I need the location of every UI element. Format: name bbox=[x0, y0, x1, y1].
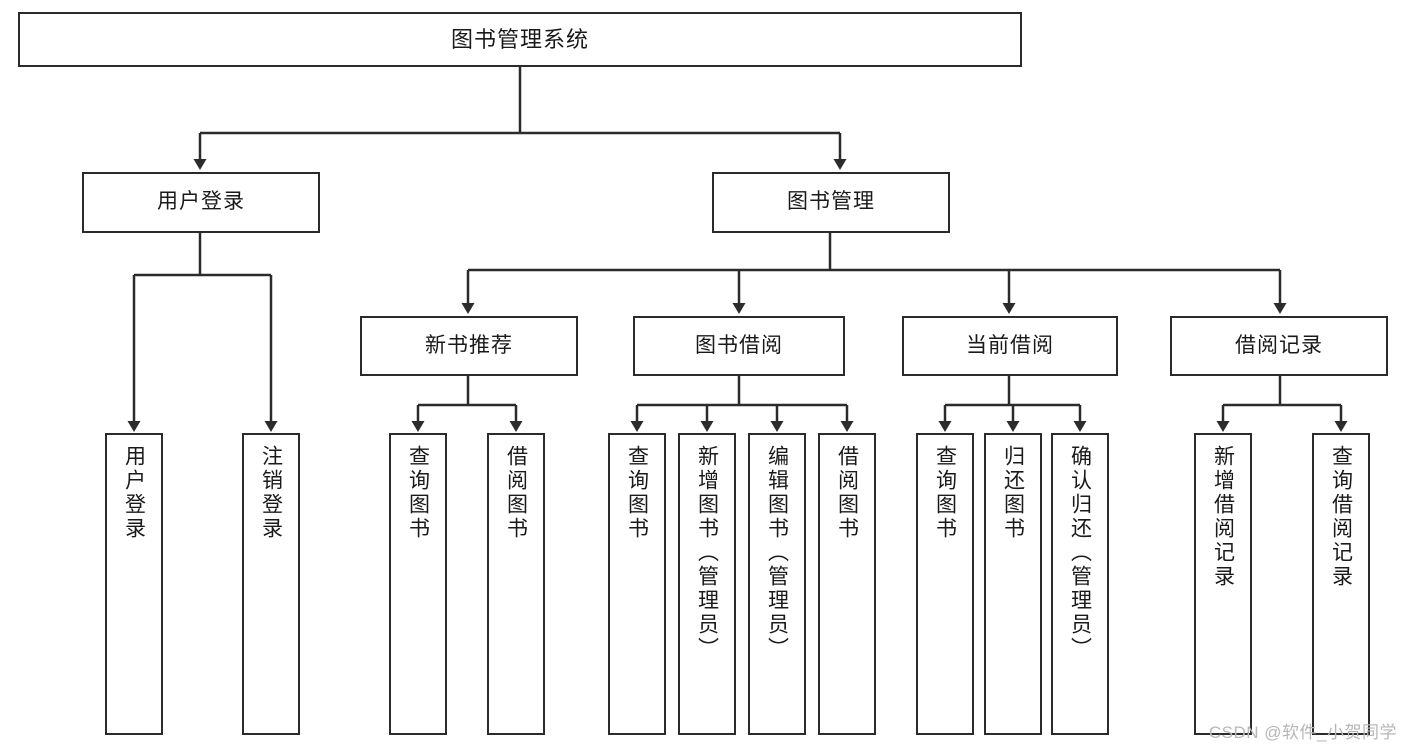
node-borrow-record-label: 借阅记录 bbox=[1235, 333, 1323, 357]
csdn-watermark: CSDN @软件_小贺同学 bbox=[1208, 723, 1397, 742]
node-book-manage-label: 图书管理 bbox=[787, 190, 875, 214]
node-leaf-query-book-2[interactable]: 查询图书 bbox=[608, 433, 666, 735]
node-leaf-query-book-1-label: 查询图书 bbox=[406, 445, 430, 541]
node-leaf-add-record[interactable]: 新增借阅记录 bbox=[1194, 433, 1252, 735]
node-leaf-confirm-return-label: 确认归还（管理员） bbox=[1068, 445, 1092, 661]
node-leaf-logout-label: 注销登录 bbox=[259, 445, 283, 541]
node-leaf-add-book[interactable]: 新增图书（管理员） bbox=[678, 433, 736, 735]
node-leaf-borrow-book-2-label: 借阅图书 bbox=[835, 445, 859, 541]
node-leaf-edit-book[interactable]: 编辑图书（管理员） bbox=[748, 433, 806, 735]
node-user-login-label: 用户登录 bbox=[157, 190, 245, 214]
node-leaf-add-book-label: 新增图书（管理员） bbox=[695, 445, 719, 661]
node-current-borrow[interactable]: 当前借阅 bbox=[902, 316, 1118, 376]
node-leaf-query-record[interactable]: 查询借阅记录 bbox=[1312, 433, 1370, 735]
node-new-book-recommend[interactable]: 新书推荐 bbox=[360, 316, 578, 376]
node-leaf-user-login-label: 用户登录 bbox=[122, 445, 146, 541]
node-leaf-return-book-label: 归还图书 bbox=[1001, 445, 1025, 541]
node-root-system-label: 图书管理系统 bbox=[450, 26, 589, 52]
node-root-system[interactable]: 图书管理系统 bbox=[18, 12, 1022, 67]
node-leaf-query-book-1[interactable]: 查询图书 bbox=[389, 433, 447, 735]
node-leaf-user-login[interactable]: 用户登录 bbox=[105, 433, 163, 735]
node-leaf-borrow-book-2[interactable]: 借阅图书 bbox=[818, 433, 876, 735]
node-leaf-query-book-2-label: 查询图书 bbox=[625, 445, 649, 541]
node-leaf-query-book-3[interactable]: 查询图书 bbox=[916, 433, 974, 735]
node-user-login[interactable]: 用户登录 bbox=[82, 172, 320, 233]
node-leaf-add-record-label: 新增借阅记录 bbox=[1211, 445, 1235, 589]
node-leaf-query-record-label: 查询借阅记录 bbox=[1329, 445, 1353, 589]
node-borrow-record[interactable]: 借阅记录 bbox=[1170, 316, 1388, 376]
node-book-borrow[interactable]: 图书借阅 bbox=[633, 316, 845, 376]
node-current-borrow-label: 当前借阅 bbox=[966, 333, 1054, 357]
node-leaf-logout[interactable]: 注销登录 bbox=[242, 433, 300, 735]
node-book-manage[interactable]: 图书管理 bbox=[712, 172, 950, 233]
node-leaf-confirm-return[interactable]: 确认归还（管理员） bbox=[1051, 433, 1109, 735]
node-new-book-recommend-label: 新书推荐 bbox=[425, 333, 513, 357]
node-leaf-borrow-book-1[interactable]: 借阅图书 bbox=[487, 433, 545, 735]
node-leaf-borrow-book-1-label: 借阅图书 bbox=[504, 445, 528, 541]
node-book-borrow-label: 图书借阅 bbox=[695, 333, 783, 357]
node-leaf-return-book[interactable]: 归还图书 bbox=[984, 433, 1042, 735]
node-leaf-query-book-3-label: 查询图书 bbox=[933, 445, 957, 541]
node-leaf-edit-book-label: 编辑图书（管理员） bbox=[765, 445, 789, 661]
